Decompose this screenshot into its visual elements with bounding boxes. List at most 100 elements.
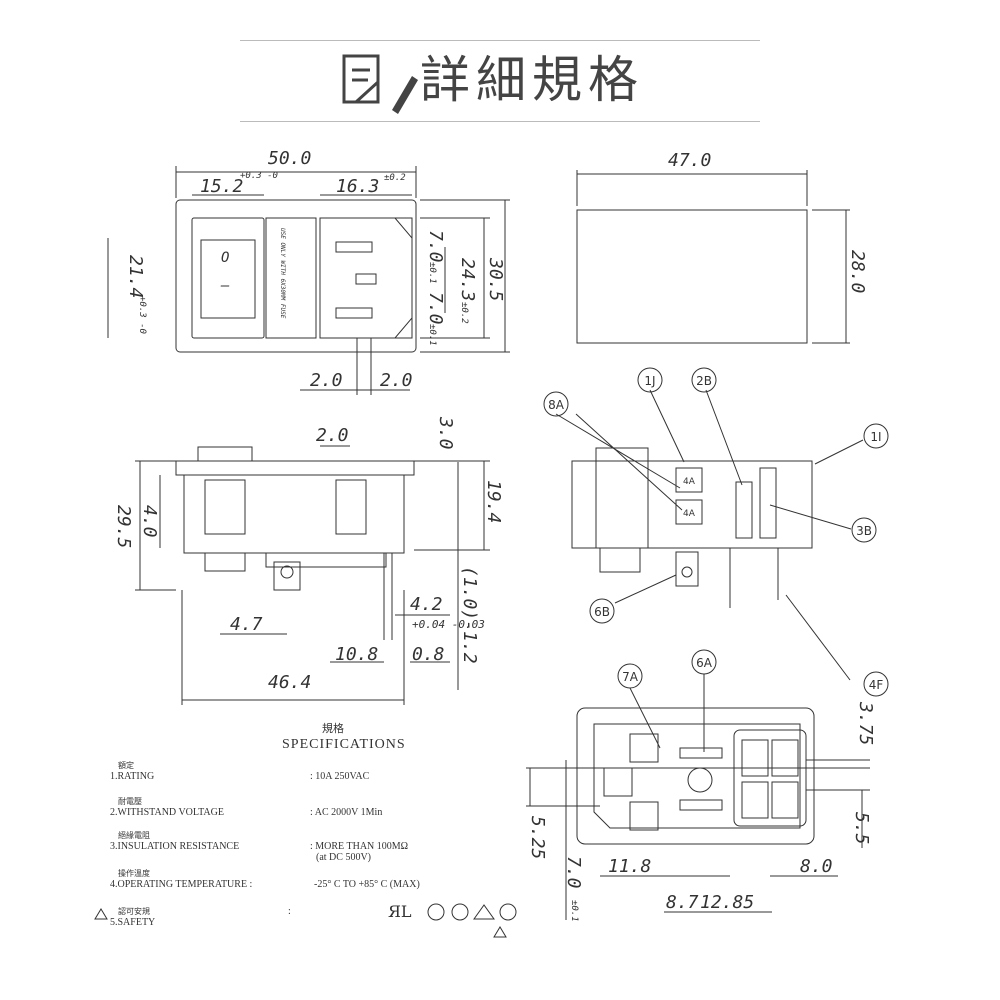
tol-front: +0.04 -0.03 [412,618,485,631]
inlet-opening [319,217,413,339]
bottom-inner [593,723,801,829]
section-pins [599,547,641,573]
vde-mark-icon [451,903,469,921]
fuse-mark-a: 4A [683,477,696,487]
terminal-block [265,552,387,568]
spec-label: 5.SAFETY [110,917,156,928]
screw-icon [280,565,294,579]
dim-0-8: 0.8 [412,644,445,665]
cqc-mark-icon [499,903,517,921]
dim-8-0: 8.0 [800,856,833,877]
label-6a: 6A [696,656,713,670]
label-6b-circle [589,598,615,624]
pin-bottom [335,307,373,319]
spec-label: 1.RATING [110,771,155,782]
dim-46-4: 46.4 [268,672,311,693]
socket-pin-b [771,739,799,777]
dim-16-3: 16.3 [336,176,379,197]
section-screw [675,551,699,587]
dim-front-2-0: 2.0 [316,425,349,446]
rocker-switch [200,239,256,319]
document-pencil-icon [342,54,418,114]
dim-5-25: 5.25 [527,816,548,859]
section-pin-b [759,467,777,539]
section-fuse-b [675,499,703,525]
fuse-mark-b: 4A [683,509,696,519]
bottom-hole [687,767,713,793]
switch-pins [204,552,246,572]
side-view [576,170,850,344]
label-4f-circle [863,671,889,697]
spec-label: 3.INSULATION RESISTANCE [110,841,240,852]
section-switch [595,447,649,549]
header-rule-top [240,40,760,41]
warning-triangle-icon [94,908,108,920]
dim-30-5: 30.5 [485,257,506,301]
dim-19-4: 19.4 [483,480,504,523]
certification-marks: ЯL [388,903,517,938]
ul-mark-icon: ЯL [388,903,412,921]
bottom-tab-b [603,767,633,797]
spec-cn: 耐電壓 [118,797,142,806]
label-1i: 1I [870,430,881,444]
switch-bezel [191,217,265,339]
dim-3-75: 3.75 [855,701,876,745]
tol-16-3: ±0.2 [384,173,406,183]
spec-label: 4.OPERATING TEMPERATURE : [110,879,253,890]
bottom-view [526,649,870,920]
tol-7-0-bottom: ±0.1 [569,900,579,922]
spec-cn: 絕緣電阻 [118,831,150,840]
dim-3-0: 3.0 [435,416,456,450]
header-rule-bottom [240,121,760,122]
spec-cn: 額定 [118,761,134,770]
pse-mark-icon [473,904,495,920]
bottom-tab-a [629,733,659,763]
spec-cn: 認可安規 [118,907,150,916]
tol-7-0-b: ±0.1 [427,324,437,346]
socket-pin-a [741,739,769,777]
label-1i-circle [863,423,889,449]
label-8a: 8A [548,398,565,412]
socket-block [733,729,807,827]
label-4f: 4F [869,678,884,692]
label-6b: 6B [594,605,610,619]
spec-value: : MORE THAN 100MΩ [310,841,409,852]
screw-terminal [273,561,301,591]
fuse-label: USE ONLY WITH 6X30MM FUSE [279,228,286,319]
dim-21-4: 21.4 [125,255,146,298]
section-fuse-a [675,467,703,493]
socket-pin-c [741,781,769,819]
dim-24-3: 24.3 [457,258,478,301]
spec-value: -25° C TO +85° C (MAX) [314,879,420,890]
bottom-tab-c [629,801,659,831]
side-view-outline [576,209,808,344]
spec-value-2: (at DC 500V) [316,852,371,863]
bottom-outline [576,707,815,845]
dim-7-0-b: 7.0 [425,292,446,325]
switch-cap [197,446,253,462]
dim-50: 50.0 [268,148,311,169]
label-2b-circle [691,367,717,393]
label-2b: 2B [696,374,712,388]
inlet-window [335,479,367,535]
label-1j: 1J [644,374,655,388]
specs-heading: SPECIFICATIONS [282,737,406,752]
tol-7-0-a: ±0.1 [427,262,437,284]
spec-value: : [288,906,291,917]
dim-11-8: 11.8 [608,856,651,877]
section-housing [571,460,813,549]
front-body [183,474,405,554]
dim-10-8: 10.8 [335,644,378,665]
tol-24-3: ±0.2 [459,302,469,324]
pin-top [335,241,373,253]
dim-47: 47.0 [668,150,711,171]
dim-28: 28.0 [847,250,868,293]
top-view [107,166,510,395]
section-view [543,367,889,697]
fuse-holder [265,217,317,339]
dim-2-0-a: 2.0 [310,370,343,391]
bottom-slot-b [679,799,723,811]
front-flange [175,460,415,476]
page-header: 詳細規格 [0,0,1000,125]
